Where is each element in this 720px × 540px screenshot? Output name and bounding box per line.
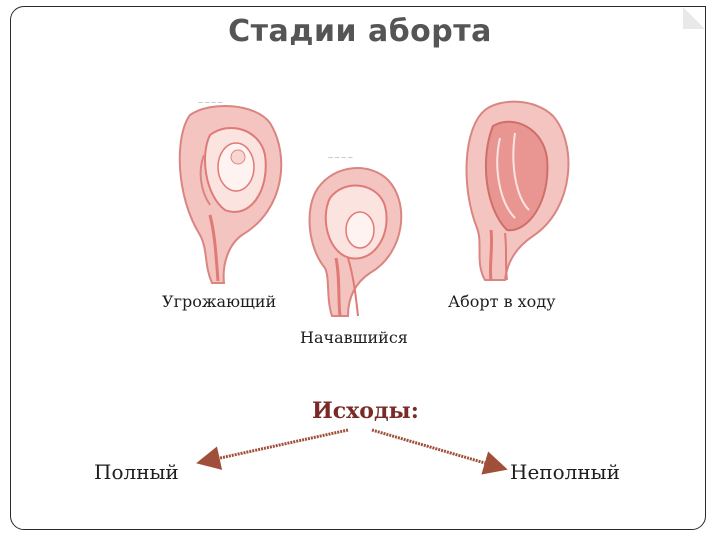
illustration-caption-2: — — — — — [328, 155, 353, 161]
illustration-caption-1: — — — — — [198, 100, 223, 106]
slide-title: Стадии аборта — [228, 14, 492, 49]
stage-label-threatened: Угрожающий — [162, 292, 277, 311]
outcome-complete: Полный — [94, 460, 179, 484]
beginning-abortion-illustration — [308, 167, 403, 317]
page-fold-corner — [683, 7, 705, 29]
stage-label-beginning: Начавшийся — [300, 328, 408, 347]
threatened-abortion-illustration — [178, 105, 283, 284]
stage-label-in-progress: Аборт в ходу — [448, 292, 556, 311]
abortion-in-progress-illustration — [465, 100, 570, 281]
outcome-incomplete: Неполный — [510, 460, 620, 484]
outcomes-title: Исходы: — [312, 398, 419, 424]
